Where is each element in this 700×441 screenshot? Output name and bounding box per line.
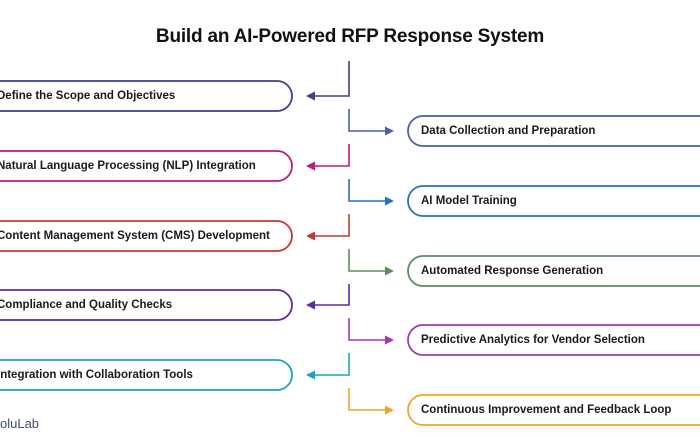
connector-1 (314, 61, 350, 97)
step-pill-1 (0, 80, 293, 112)
arrow-icon-6 (385, 266, 394, 276)
page-title: Build an AI-Powered RFP Response System (155, 26, 545, 47)
connector-7 (314, 284, 350, 306)
step-pill-2 (407, 115, 700, 147)
connector-8 (348, 318, 386, 341)
connector-2 (348, 109, 386, 132)
arrow-icon-9 (306, 370, 315, 380)
arrow-icon-1 (306, 91, 315, 101)
arrow-icon-4 (385, 196, 394, 206)
connector-10 (348, 388, 386, 411)
step-label-6: Automated Response Generation (421, 265, 604, 277)
connector-3 (314, 144, 350, 167)
step-pill-6 (407, 255, 700, 287)
arrow-icon-8 (385, 335, 394, 345)
step-pill-4 (407, 185, 700, 217)
arrow-icon-7 (306, 300, 315, 310)
step-label-3: Natural Language Processing (NLP) Integr… (0, 160, 256, 172)
step-pill-7 (0, 289, 293, 321)
step-pill-8 (407, 324, 700, 356)
connector-9 (314, 353, 350, 376)
step-label-2: Data Collection and Preparation (421, 125, 596, 137)
arrow-icon-3 (306, 161, 315, 171)
step-label-9: Integration with Collaboration Tools (0, 369, 193, 381)
step-pill-5 (0, 220, 293, 252)
step-label-7: Compliance and Quality Checks (0, 299, 173, 311)
arrow-icon-10 (385, 405, 394, 415)
brand-logo-text: oluLab (0, 416, 40, 431)
step-label-5: Content Management System (CMS) Developm… (0, 230, 270, 242)
connector-4 (348, 179, 386, 202)
step-pill-10 (407, 394, 700, 426)
step-label-8: Predictive Analytics for Vendor Selectio… (421, 334, 645, 346)
step-label-1: Define the Scope and Objectives (0, 90, 176, 102)
connector-6 (348, 249, 386, 272)
step-pill-3 (0, 150, 293, 182)
arrow-icon-5 (306, 231, 315, 241)
arrow-icon-2 (385, 126, 394, 136)
step-pill-9 (0, 359, 293, 391)
step-label-4: AI Model Training (421, 195, 517, 207)
connector-5 (314, 214, 350, 237)
step-label-10: Continuous Improvement and Feedback Loop (421, 404, 672, 416)
